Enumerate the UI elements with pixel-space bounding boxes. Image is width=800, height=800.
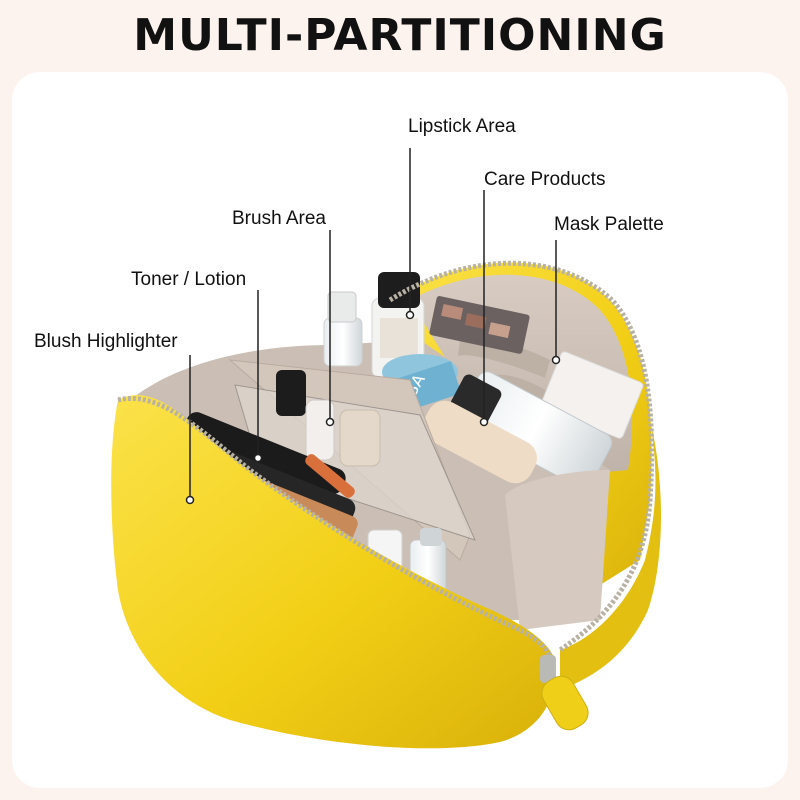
bag-front-body <box>111 395 556 749</box>
callout-toner-lotion: Toner / Lotion <box>131 269 247 290</box>
callout-brush-area: Brush Area <box>232 208 326 229</box>
spray-bottle <box>323 291 363 367</box>
callout-lines <box>185 148 561 505</box>
divider-right <box>505 470 610 630</box>
bag-side-panel <box>560 420 662 690</box>
tube <box>423 400 537 484</box>
callout-care-products: Care Products <box>484 169 606 190</box>
zipper-track <box>117 396 555 666</box>
callout-blush-highlighter: Blush Highlighter <box>34 331 178 352</box>
zipper-pull <box>540 655 589 731</box>
callout-mask-palette: Mask Palette <box>554 214 664 235</box>
eyeshadow-palette <box>429 296 530 354</box>
page-title: MULTI-PARTITIONING <box>133 10 667 61</box>
callout-lipstick-area: Lipstick Area <box>408 116 516 137</box>
zipper-track-lid <box>388 260 655 653</box>
